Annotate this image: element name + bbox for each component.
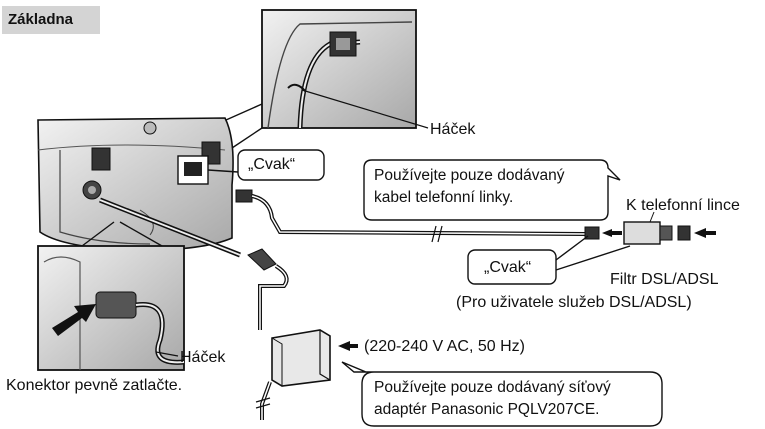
power-cord: [99, 197, 289, 420]
cable-note-line2: kabel telefonní linky.: [374, 189, 514, 206]
section-label: Základna: [2, 6, 100, 34]
filter-note-label: (Pro uživatele služeb DSL/ADSL): [456, 294, 692, 311]
callouts: [207, 149, 663, 427]
click-label-left: „Cvak“: [248, 156, 296, 173]
telephone-line-cord: [235, 189, 622, 243]
dsl-filter: [623, 211, 716, 245]
base-unit: [37, 117, 234, 252]
hook-label-bottom: Háček: [180, 349, 226, 366]
hook-label-top: Háček: [430, 121, 476, 138]
adapter-note-line2: adaptér Panasonic PQLV207CE.: [374, 401, 600, 418]
to-phone-line-label: K telefonní lince: [626, 197, 740, 214]
bottom-inset: [37, 221, 185, 371]
filter-name-label: Filtr DSL/ADSL: [610, 271, 719, 288]
top-inset: [225, 9, 429, 149]
power-spec-label: (220-240 V AC, 50 Hz): [364, 338, 525, 355]
cable-note-line1: Používejte pouze dodávaný: [374, 167, 565, 184]
click-label-right: „Cvak“: [484, 259, 532, 276]
adapter-note-line1: Používejte pouze dodávaný síťový: [374, 379, 611, 396]
ac-adapter: [271, 329, 358, 387]
connector-note: Konektor pevně zatlačte.: [6, 377, 183, 394]
